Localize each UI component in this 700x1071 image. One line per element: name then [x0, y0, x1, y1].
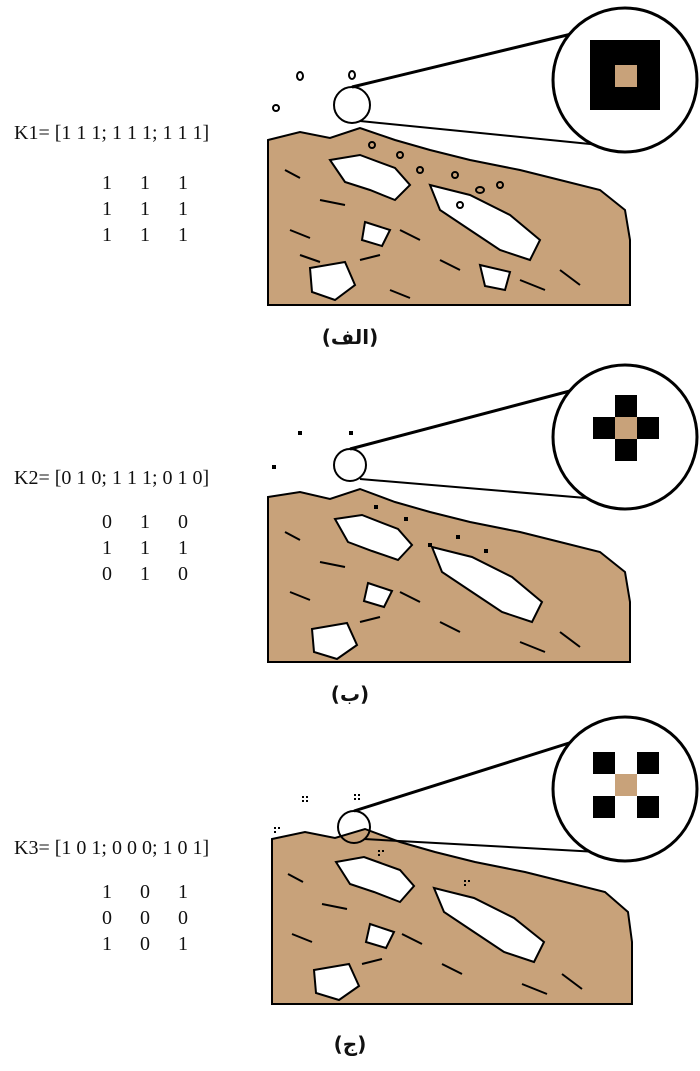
speckles — [274, 794, 470, 886]
zoom-source-circle — [333, 86, 371, 124]
water-inlet — [364, 922, 396, 950]
structuring-element-diagonal-corners — [593, 752, 659, 818]
kernel-label: K3= [1 0 1; 0 0 0; 1 0 1] — [14, 837, 210, 859]
water-inlet — [334, 855, 416, 904]
structuring-element-cross — [593, 395, 659, 461]
structuring-element-square — [590, 40, 660, 110]
water-inlet — [360, 220, 392, 248]
speckles — [272, 70, 504, 209]
water-inlet — [310, 621, 359, 661]
panel-caption: (ج) — [333, 1032, 367, 1056]
land-texture — [287, 873, 583, 995]
land-texture — [284, 169, 581, 299]
coastline-map — [271, 715, 699, 1005]
speckles — [272, 431, 488, 553]
zoom-source-circle — [333, 448, 367, 482]
water-inlet — [478, 263, 512, 292]
panel-caption: (الف) — [321, 325, 379, 349]
kernel-label: K1= [1 1 1; 1 1 1; 1 1 1] — [14, 122, 210, 144]
water-inlet — [308, 260, 357, 302]
panel-caption: (ب) — [330, 682, 370, 706]
water-inlet — [333, 513, 414, 562]
coastline-map — [267, 6, 699, 306]
land-texture — [284, 531, 581, 653]
water-inlet — [312, 962, 361, 1002]
coastline-map — [267, 363, 699, 663]
water-inlet — [362, 581, 394, 609]
kernel-label: K2= [0 1 0; 1 1 1; 0 1 0] — [14, 467, 210, 489]
water-inlet — [328, 153, 412, 202]
water-inlet — [432, 886, 546, 964]
water-inlet — [430, 545, 544, 624]
